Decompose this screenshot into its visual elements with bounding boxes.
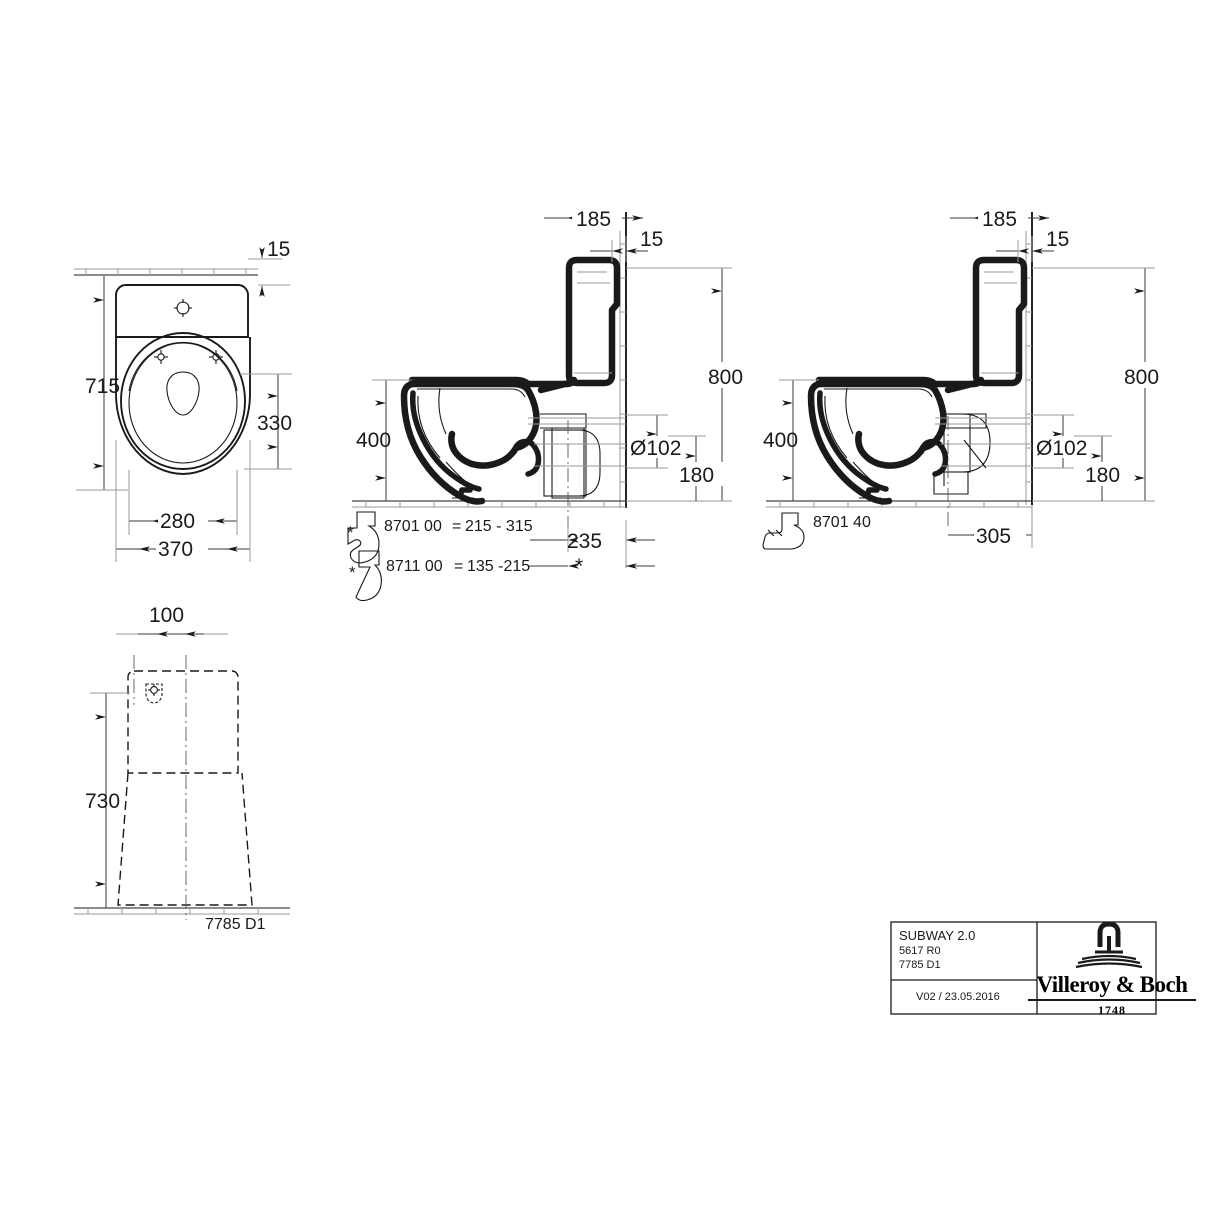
dim-mid-185: 185 — [544, 205, 643, 232]
dim-mid-235: 235 — [530, 520, 655, 568]
connector-equals-1: = — [452, 518, 461, 535]
dim-label-mid-800: 800 — [708, 366, 743, 389]
connector-code-1: 8701 00 — [384, 518, 442, 535]
asterisk-mark-1: * — [347, 523, 354, 542]
dim-top-280: 280 — [128, 470, 238, 535]
dim-label-top-15: 15 — [267, 238, 290, 261]
villeroy-boch-logo-mark-icon — [1075, 921, 1143, 969]
pedestal-code-label: 7785 D1 — [205, 916, 266, 933]
dim-label-mid-asterisk: * — [575, 555, 583, 578]
dim-pedestal-100: 100 — [116, 600, 228, 637]
dim-label-730: 730 — [85, 790, 120, 813]
top-view-inner-rim — [166, 371, 200, 416]
pedestal-floor — [74, 907, 290, 915]
top-view-cistern — [115, 284, 249, 338]
p-trap-symbol-icon: * 8701 00 = 215 - 315 — [347, 511, 533, 564]
side-view-vertical-outlet-group: 185 15 400 800 — [347, 205, 758, 602]
side-view-horizontal-outlet-group: 185 15 400 800 — [762, 205, 1176, 550]
dim-label-right-185: 185 — [982, 208, 1017, 231]
brand-name-text: Villeroy & Boch — [1036, 972, 1188, 997]
dim-right-diameter: Ø102 — [1032, 414, 1098, 469]
dim-mid-800: 800 — [626, 267, 758, 502]
dim-label-mid-d102: Ø102 — [630, 437, 681, 460]
brand-underline — [1028, 999, 1196, 1001]
fixing-hole-left-icon — [154, 350, 168, 364]
connector-code-2: 8711 00 — [386, 558, 443, 575]
connector-range-2: 135 -215 — [467, 558, 530, 575]
dim-top-15: 15 — [248, 238, 290, 297]
title-block: SUBWAY 2.0 5617 R0 7785 D1 V02 / 23.05.2… — [890, 921, 1157, 1015]
dim-right-185: 185 — [950, 205, 1049, 232]
mid-seat-lid — [408, 376, 578, 388]
dim-label-100: 100 — [149, 604, 184, 627]
dim-label-mid-185: 185 — [576, 208, 611, 231]
dim-label-mid-400: 400 — [356, 429, 391, 452]
dim-right-800: 800 — [1032, 267, 1176, 502]
right-wall — [1025, 212, 1033, 505]
connector-range-1: 215 - 315 — [465, 518, 533, 535]
dim-pedestal-730: 730 — [85, 692, 130, 908]
top-view-wall — [74, 268, 258, 276]
right-bowl-profile — [807, 380, 949, 505]
dim-top-370: 370 — [115, 440, 251, 562]
dim-right-400: 400 — [763, 379, 819, 501]
title-block-product-name: SUBWAY 2.0 — [899, 928, 975, 943]
right-floor — [766, 500, 1032, 508]
right-outlet-connection — [933, 413, 1032, 530]
horizontal-outlet-symbol-icon: 8701 40 — [762, 512, 871, 550]
dim-right-180: 180 — [1074, 435, 1130, 501]
dim-label-mid-235: 235 — [567, 530, 602, 553]
brand-year-text: 1748 — [1098, 1003, 1126, 1017]
dim-label-715: 715 — [85, 375, 120, 398]
pedestal-view-group: 100 730 7785 D1 — [74, 600, 290, 933]
top-view-seat-ring — [120, 332, 246, 470]
dim-label-right-180: 180 — [1085, 464, 1120, 487]
dim-label-330: 330 — [257, 412, 292, 435]
right-cistern — [972, 256, 1028, 387]
dim-right-305: 305 — [948, 505, 1033, 548]
asterisk-mark-2: * — [349, 563, 356, 582]
top-view-group: 15 715 330 280 — [74, 238, 292, 562]
dim-top-330: 330 — [240, 373, 292, 470]
right-bowl-detail-lines — [824, 387, 933, 499]
dim-label-right-400: 400 — [763, 429, 798, 452]
dim-mid-15: 15 — [590, 228, 663, 262]
dim-label-280: 280 — [160, 510, 195, 533]
mid-bowl-detail-lines — [417, 387, 526, 499]
mid-bowl-profile — [400, 380, 542, 505]
pedestal-fixing-icon — [145, 683, 163, 704]
brand-wordmark: Villeroy & Boch 1748 — [1022, 972, 1202, 1018]
dim-label-right-305: 305 — [976, 525, 1011, 548]
dim-label-right-d102: Ø102 — [1036, 437, 1087, 460]
right-seat-lid — [815, 376, 985, 388]
top-view-bowl-body — [115, 337, 251, 475]
s-trap-symbol-icon: * 8711 00 = 135 -215 — [349, 550, 530, 602]
dim-mid-diameter: Ø102 — [626, 414, 692, 469]
title-block-revision-date: V02 / 23.05.2016 — [916, 991, 1000, 1003]
title-block-code-2: 7785 D1 — [899, 959, 941, 971]
mid-cistern — [565, 256, 621, 387]
dim-label-right-15: 15 — [1046, 228, 1069, 251]
dim-label-right-800: 800 — [1124, 366, 1159, 389]
title-block-code-1: 5617 R0 — [899, 945, 941, 957]
mid-outlet-connection — [528, 413, 626, 530]
dim-top-715: 715 — [76, 276, 128, 491]
right-connector-code: 8701 40 — [813, 514, 871, 531]
dim-mid-400: 400 — [356, 379, 412, 501]
flush-button-icon — [174, 299, 192, 317]
pedestal-outline — [117, 670, 253, 906]
dim-right-15: 15 — [996, 228, 1069, 262]
dim-mid-asterisk-row: * — [528, 555, 655, 578]
dim-label-370: 370 — [158, 538, 193, 561]
dim-mid-180: 180 — [668, 435, 724, 501]
dim-label-mid-180: 180 — [679, 464, 714, 487]
dim-label-mid-15: 15 — [640, 228, 663, 251]
connector-equals-2: = — [454, 558, 463, 575]
mid-wall — [619, 212, 627, 508]
mid-floor — [352, 500, 626, 508]
